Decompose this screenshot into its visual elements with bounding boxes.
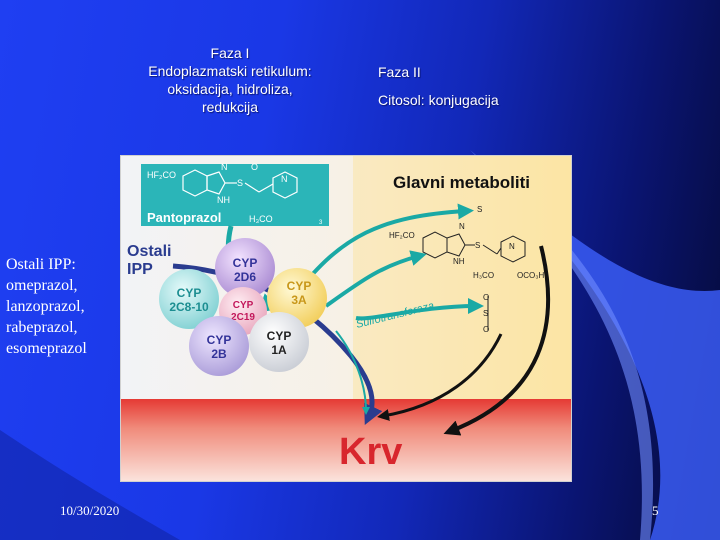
pantoprazol-subscript: 3 [319,220,323,226]
phase1-line2: oksidacija, hidroliza, [167,81,293,97]
cyp-3a-line2: 3A [291,293,307,307]
other-ppi-line4: rabeprazol, [6,319,78,336]
slide-number: 5 [652,503,659,518]
metabolite-hf2co: HF₂CO [389,231,415,240]
other-ppi-list: Ostali IPP: omeprazol, lanzoprazol, rabe… [6,254,116,359]
phase1-line1: Endoplazmatski retikulum: [148,63,312,79]
pantoprazol-o: O [251,162,258,172]
pantoprazol-s: S [237,178,243,188]
other-ipp-label-2: IPP [127,261,153,278]
metabolite-oco3h: OCO₃H [517,271,544,280]
cyp-2d6-line2: 2D6 [234,270,256,284]
arrow-cyp-to-metabolite [324,250,427,308]
cyp-1a-line1: CYP [267,329,292,343]
metabolite-o-top: O [483,293,489,302]
arrow-metabolite-to-blood [443,245,551,436]
blood-label: Krv [339,431,402,473]
phase1-title: Faza I [210,45,250,61]
pantoprazol-h3co: H₃CO [249,214,273,224]
cyp-1a: CYP 1A [249,312,309,372]
cyp-2c19-line1: CYP [233,300,254,311]
arrow-sulfate-to-blood [377,333,503,421]
metabolite-n: N [459,222,465,231]
metabolism-diagram: HF₂CO N NH S O N H₃CO 3 Pantoprazol Osta… [121,156,571,481]
main-metabolites-title: Glavni metaboliti [393,173,530,192]
slide-date: 10/30/2020 [60,503,120,518]
blood-band [121,399,571,481]
arrow-sulfotransferase [355,298,484,321]
cyp-2b: CYP 2B [189,316,249,376]
cyp-2d6: CYP 2D6 [215,238,275,298]
pantoprazol-n: N [221,162,228,172]
metabolite-structure [422,231,526,331]
phase1-text: Faza I Endoplazmatski retikulum: oksidac… [130,44,330,116]
phase2-text: Faza II Citosol: konjugacija [378,58,578,114]
other-ipp-label-1: Ostali [127,243,171,260]
metabolite-n2: N [509,242,515,251]
other-ppi-line5: esomeprazol [6,340,87,357]
metabolite-s-mid: S [483,309,488,318]
phase1-line3: redukcija [201,99,259,115]
cyp-2b-line1: CYP [207,333,232,347]
metabolism-figure: HF₂CO N NH S O N H₃CO 3 Pantoprazol Osta… [120,155,572,482]
phase2-title: Faza II [378,64,421,80]
cyp-2b-line2: 2B [211,347,227,361]
metabolite-h3co: H₃CO [473,271,494,280]
pantoprazol-hf2co: HF₂CO [147,170,176,180]
arrow-cyp-to-blood [335,330,370,415]
pantoprazol-nh: NH [217,195,230,205]
cyp-2c8-10: CYP 2C8-10 [159,269,219,329]
metabolite-s: S [475,241,480,250]
pantoprazol-structure [182,169,298,199]
cyp-2c8-10-line2: 2C8-10 [169,300,209,314]
pantoprazol-box [141,164,329,226]
cyp-2d6-line1: CYP [233,256,258,270]
other-ppi-line2: omeprazol, [6,277,78,294]
other-ppi-line1: Ostali IPP: [6,256,76,273]
metabolite-nh: NH [453,257,465,266]
metabolite-s-top: S [477,205,482,214]
phase2-subtitle: Citosol: konjugacija [378,92,499,108]
cyp-1a-line2: 1A [271,343,287,357]
other-ppi-line3: lanzoprazol, [6,298,85,315]
pantoprazol-n2: N [281,174,288,184]
metabolite-o-bottom: O [483,325,489,334]
cyp-2c19-line2: 2C19 [231,312,255,323]
cyp-2c8-10-line1: CYP [177,286,202,300]
cyp-3a-line1: CYP [287,279,312,293]
pantoprazol-label: Pantoprazol [147,210,221,225]
